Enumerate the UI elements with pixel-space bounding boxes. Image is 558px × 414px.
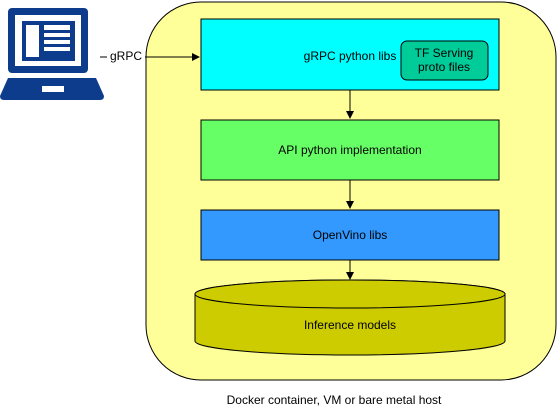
tf-serving-label-line1: TF Serving <box>415 46 474 60</box>
laptop-icon <box>0 8 104 100</box>
inference-models-label: Inference models <box>304 318 396 332</box>
api-implementation-label: API python implementation <box>278 143 421 157</box>
openvino-libs-label: OpenVino libs <box>313 228 388 242</box>
api-implementation-box <box>200 119 500 181</box>
tf-serving-label-line2: proto files <box>418 60 470 74</box>
grpc-label-background <box>107 49 145 64</box>
grpc-label: gRPC <box>110 49 142 63</box>
grpc-libs-label: gRPC python libs <box>304 49 397 63</box>
openvino-libs-box <box>200 209 500 261</box>
tf-serving-box <box>400 40 489 81</box>
inference-models-cylinder <box>194 279 506 356</box>
container-caption: Docker container, VM or bare metal host <box>227 393 442 407</box>
